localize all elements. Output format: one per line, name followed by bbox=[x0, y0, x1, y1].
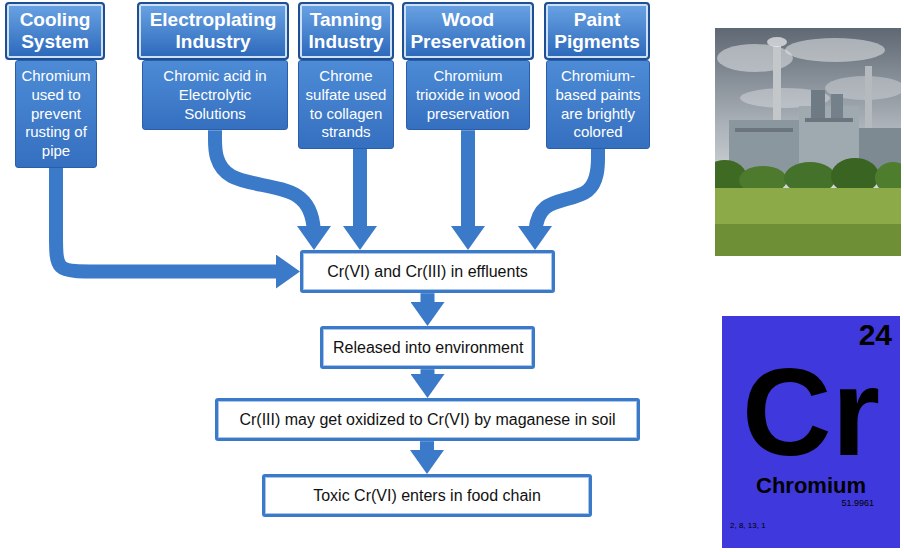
element-name: Chromium bbox=[730, 474, 892, 498]
process-box: Toxic Cr(VI) enters in food chain bbox=[262, 474, 592, 517]
flow-arrow bbox=[353, 149, 367, 250]
flow-arrow bbox=[421, 293, 435, 326]
grass bbox=[715, 224, 901, 256]
factory-detail bbox=[735, 128, 793, 132]
element-symbol: Cr bbox=[730, 350, 892, 474]
header-label: Cooling System bbox=[12, 9, 98, 53]
header-label: Wood Preservation bbox=[409, 9, 527, 53]
header-label: Paint Pigments bbox=[551, 9, 643, 53]
source-description: Chromium trioxide in wood preservation bbox=[406, 60, 530, 130]
process-box: Cr(III) may get oxidized to Cr(VI) by ma… bbox=[215, 398, 640, 441]
process-text: Cr(VI) and Cr(III) in effluents bbox=[313, 262, 542, 281]
process-text: Toxic Cr(VI) enters in food chain bbox=[275, 486, 579, 505]
source-header: Wood Preservation bbox=[402, 2, 534, 60]
source-description: Chromic acid in Electrolytic Solutions bbox=[142, 60, 288, 130]
grass bbox=[715, 188, 901, 256]
flow-arrow bbox=[420, 441, 434, 474]
source-header: Paint Pigments bbox=[544, 2, 650, 60]
atomic-mass: 51.9961 bbox=[730, 498, 892, 509]
flow-arrow bbox=[421, 369, 435, 398]
atomic-number: 24 bbox=[730, 320, 892, 350]
source-description: Chromium-based paints are brightly color… bbox=[546, 60, 650, 149]
electron-configuration: 2, 8, 13, 1 bbox=[730, 521, 892, 531]
flow-arrow bbox=[461, 130, 475, 250]
cloud bbox=[785, 38, 885, 62]
process-box: Released into environment bbox=[320, 326, 535, 369]
factory-detail bbox=[805, 118, 853, 122]
factory-photo bbox=[715, 28, 901, 256]
source-header: Tanning Industry bbox=[298, 2, 394, 60]
factory-tower bbox=[831, 94, 843, 120]
description-text: Chromium-based paints are brightly color… bbox=[551, 67, 645, 142]
source-header: Electroplating Industry bbox=[137, 2, 289, 60]
chimney bbox=[865, 66, 872, 136]
source-description: Chrome sulfate used to collagen strands bbox=[298, 60, 394, 149]
factory-tower bbox=[811, 90, 825, 120]
description-text: Chromic acid in Electrolytic Solutions bbox=[147, 67, 283, 123]
header-label: Electroplating Industry bbox=[144, 9, 282, 53]
process-text: Cr(III) may get oxidized to Cr(VI) by ma… bbox=[228, 410, 627, 429]
description-text: Chromium used to prevent rusting of pipe bbox=[20, 67, 92, 161]
process-box: Cr(VI) and Cr(III) in effluents bbox=[300, 250, 555, 293]
header-label: Tanning Industry bbox=[305, 9, 387, 53]
cloud bbox=[717, 44, 793, 72]
element-tile: 24CrChromium51.9961 2, 8, 13, 1 bbox=[722, 316, 900, 548]
smoke bbox=[767, 37, 787, 47]
source-description: Chromium used to prevent rusting of pipe bbox=[15, 60, 97, 168]
flow-arrow bbox=[535, 149, 598, 250]
description-text: Chrome sulfate used to collagen strands bbox=[303, 67, 389, 142]
process-text: Released into environment bbox=[333, 338, 522, 357]
description-text: Chromium trioxide in wood preservation bbox=[411, 67, 525, 123]
source-header: Cooling System bbox=[5, 2, 105, 60]
